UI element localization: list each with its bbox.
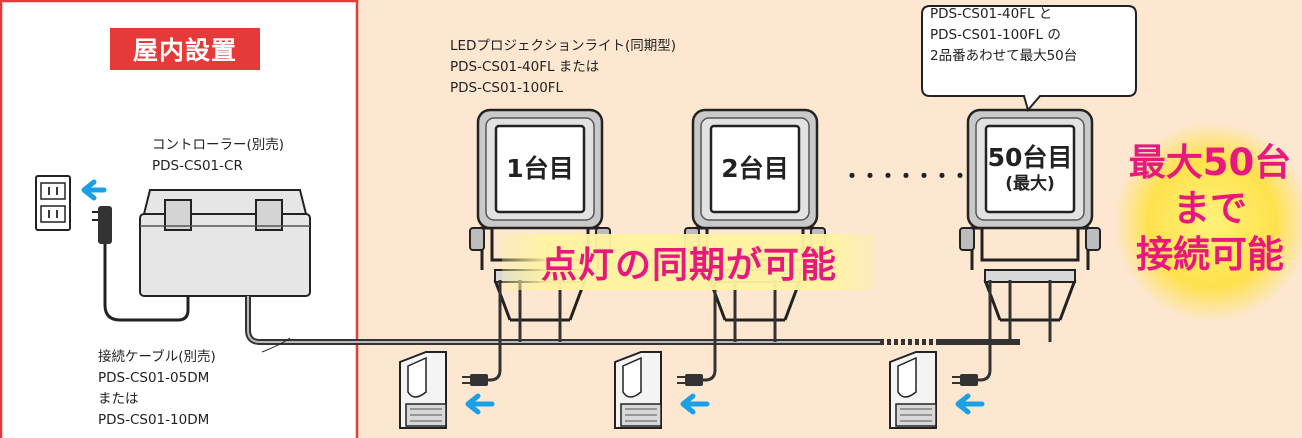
- controller-model: PDS-CS01-CR: [152, 158, 243, 174]
- adapter-cord: [103, 244, 190, 322]
- unit-1-text: 1台目: [506, 154, 574, 183]
- ellipsis-dots: ・・・・・・・: [842, 164, 970, 188]
- bubble-text: PDS-CS01-40FL と PDS-CS01-100FL の 2品番あわせて…: [920, 4, 1120, 67]
- max-glow: [1114, 122, 1302, 322]
- wall-outlet-icon: [35, 175, 71, 231]
- bubble-line-2: PDS-CS01-100FL の: [930, 27, 1061, 43]
- sensor-light-50: [889, 351, 937, 429]
- cable-model-1: PDS-CS01-05DM: [98, 370, 210, 386]
- unit-1-label: 1台目: [496, 126, 584, 212]
- arrow-left-icon: [465, 393, 495, 415]
- plug-icon: [676, 373, 704, 387]
- sensor-wires: [470, 280, 1052, 382]
- light-model-1: PDS-CS01-40FL または: [450, 59, 600, 75]
- light-model-2: PDS-CS01-100FL: [450, 80, 564, 96]
- unit-50-text: 50台目: [987, 143, 1073, 172]
- banner-highlight: [502, 234, 876, 290]
- cable-model-2: PDS-CS01-10DM: [98, 412, 210, 428]
- cable-name: 接続ケーブル(別売): [98, 349, 216, 365]
- unit-2-label: 2台目: [711, 126, 799, 212]
- light-name: LEDプロジェクションライト(同期型): [450, 38, 676, 54]
- ac-adapter-icon: [92, 206, 112, 244]
- bubble-line-1: PDS-CS01-40FL と: [930, 6, 1053, 22]
- unit-50-label: 50台目 (最大): [986, 126, 1074, 212]
- plug-icon: [461, 373, 489, 387]
- sensor-light-2: [614, 351, 662, 429]
- max-line-1: 最大50台: [1128, 141, 1292, 184]
- speech-bubble: [921, 5, 1137, 113]
- controller-name: コントローラー(別売): [152, 137, 285, 153]
- max-line-3: 接続可能: [1136, 233, 1284, 276]
- unit-50-sub: (最大): [1005, 174, 1055, 194]
- unit-2-text: 2台目: [721, 154, 789, 183]
- max-line-2: まで: [1173, 187, 1247, 230]
- arrow-left-icon: [680, 393, 710, 415]
- indoor-border: [0, 0, 359, 438]
- controller-icon: [139, 189, 311, 297]
- cable-leader-line: [261, 337, 291, 353]
- plug-icon: [951, 373, 979, 387]
- max-connection-badge: 最大50台 まで 接続可能: [1118, 140, 1302, 278]
- arrow-left-icon: [955, 393, 985, 415]
- arrow-left-icon: [81, 179, 107, 201]
- bubble-line-3: 2品番あわせて最大50台: [930, 48, 1078, 64]
- sensor-light-1: [399, 351, 447, 429]
- sync-banner: 点灯の同期が可能: [540, 245, 837, 286]
- indoor-label: 屋内設置: [110, 28, 260, 70]
- cable-or: または: [98, 391, 139, 407]
